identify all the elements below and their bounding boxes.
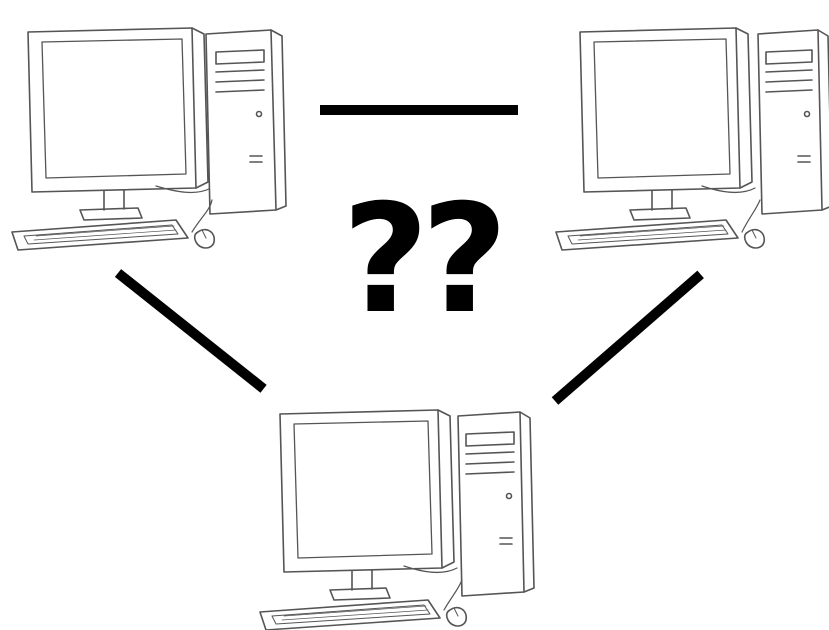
connection-line-left <box>115 269 267 393</box>
desktop-computer-icon <box>6 20 296 260</box>
connection-line-right <box>552 271 704 405</box>
connection-line-top <box>320 105 518 115</box>
question-marks-label: ?? <box>342 185 502 335</box>
desktop-computer-icon <box>550 20 829 260</box>
desktop-computer-icon <box>250 400 540 630</box>
